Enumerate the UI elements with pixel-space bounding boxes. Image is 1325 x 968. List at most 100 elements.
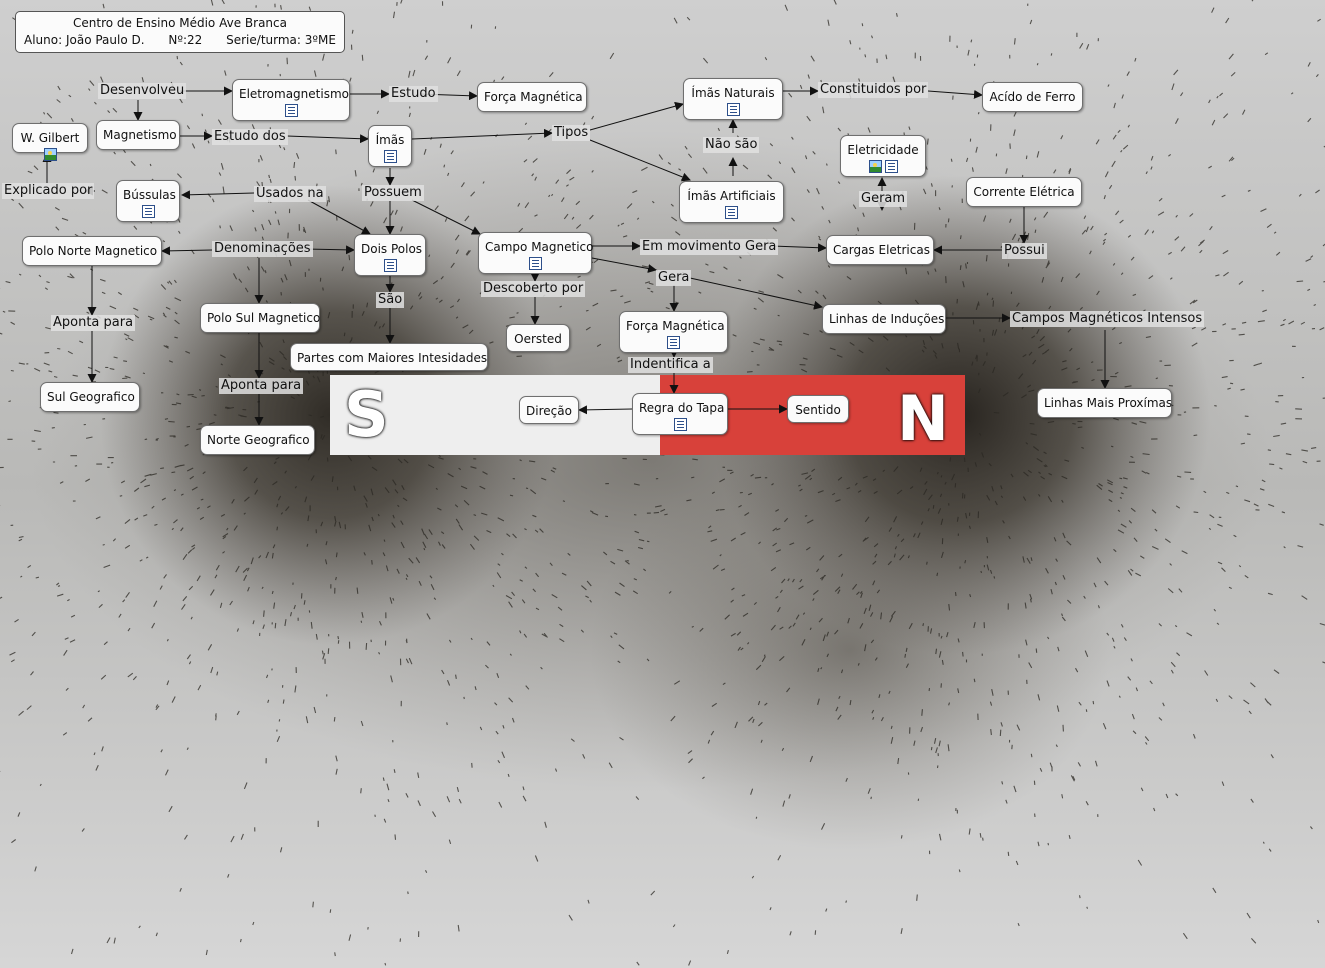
link-line: [689, 277, 823, 310]
concept-label: Sentido: [795, 403, 841, 417]
link-phrase-indentifica-a[interactable]: Indentifica a: [628, 357, 713, 373]
document-resource-icon[interactable]: [726, 103, 740, 116]
concept-label: Linhas Mais Proxímas: [1044, 396, 1173, 410]
concept-norte-geografico[interactable]: Norte Geografico: [200, 425, 315, 455]
concept-label: Força Magnética: [484, 90, 583, 104]
concept-label: Ímãs Naturais: [691, 86, 775, 100]
link-phrase-geram[interactable]: Geram: [859, 191, 908, 207]
south-pole-letter: S: [344, 378, 389, 451]
south-half: [330, 375, 670, 455]
concept-label: Polo Norte Magnetico: [29, 244, 158, 258]
document-resource-icon[interactable]: [383, 150, 397, 163]
link-phrase-gera[interactable]: Gera: [656, 270, 692, 286]
link-phrase-explicado-por[interactable]: Explicado por: [2, 183, 95, 199]
link-phrase-denominacoes[interactable]: Denominações: [212, 241, 313, 257]
link-line: [286, 134, 369, 144]
concept-eletricidade[interactable]: Eletricidade: [840, 135, 926, 177]
concept-label: Cargas Eletricas: [833, 243, 930, 257]
concept-sul-geografico[interactable]: Sul Geografico: [40, 382, 140, 412]
link-phrase-descoberto-por[interactable]: Descoberto por: [481, 281, 586, 297]
document-resource-icon[interactable]: [884, 160, 898, 173]
concept-label: Regra do Tapa: [639, 401, 725, 415]
concept-label: Força Magnética: [626, 319, 725, 333]
concept-label: Direção: [526, 404, 572, 418]
concept-imas[interactable]: Ímãs: [368, 125, 412, 167]
concept-label: Polo Sul Magnetico: [207, 311, 321, 325]
link-line: [771, 243, 827, 253]
concept-label: Acído de Ferro: [989, 90, 1076, 104]
document-resource-icon[interactable]: [284, 104, 298, 117]
concept-acido-de-ferro[interactable]: Acído de Ferro: [982, 82, 1083, 112]
concept-label: Eletromagnetismo: [239, 87, 349, 101]
link-phrase-desenvolveu[interactable]: Desenvolveu: [98, 83, 187, 99]
link-line: [578, 405, 633, 415]
student-number: Nº:22: [168, 33, 203, 47]
link-phrase-nao-sao[interactable]: Não são: [703, 137, 760, 153]
concept-polo-sul-magnetico[interactable]: Polo Sul Magnetico: [200, 303, 320, 333]
link-line: [181, 190, 255, 200]
concept-label: Linhas de Induções: [829, 312, 945, 326]
concept-dois-polos[interactable]: Dois Polos: [354, 234, 426, 276]
concept-label: Partes com Maiores Intesidades: [297, 351, 488, 365]
concept-partes-maiores[interactable]: Partes com Maiores Intesidades: [290, 343, 488, 371]
concept-corrente-eletrica[interactable]: Corrente Elétrica: [966, 177, 1082, 207]
link-phrase-constituidos-por[interactable]: Constituidos por: [818, 82, 929, 98]
link-line: [591, 257, 657, 273]
concept-sentido[interactable]: Sentido: [787, 395, 849, 423]
concept-forca-magnetica-2[interactable]: Força Magnética: [619, 311, 728, 353]
north-pole-letter: N: [897, 382, 949, 455]
concept-label: Magnetismo: [103, 128, 177, 142]
link-phrase-tipos[interactable]: Tipos: [552, 125, 591, 141]
link-phrase-possui[interactable]: Possui: [1002, 243, 1047, 259]
student-class: Serie/turma: 3ºME: [226, 33, 336, 47]
document-resource-icon[interactable]: [141, 205, 155, 218]
concept-eletromagnetismo[interactable]: Eletromagnetismo: [232, 79, 350, 121]
link-line: [307, 199, 371, 235]
header-info: Centro de Ensino Médio Ave Branca Aluno:…: [15, 11, 345, 53]
link-phrase-campos-intensos[interactable]: Campos Magnéticos Intensos: [1010, 311, 1205, 327]
concept-label: Oersted: [514, 332, 562, 346]
concept-cargas-eletricas[interactable]: Cargas Eletricas: [826, 235, 934, 265]
link-line: [589, 101, 684, 131]
image-resource-icon[interactable]: [43, 148, 57, 161]
concept-oersted[interactable]: Oersted: [506, 324, 570, 352]
concept-imas-naturais[interactable]: Ímãs Naturais: [683, 78, 783, 120]
concept-regra-do-tapa[interactable]: Regra do Tapa: [632, 393, 728, 435]
link-phrase-usados-na[interactable]: Usados na: [254, 186, 326, 202]
link-phrase-estudo[interactable]: Estudo: [389, 86, 438, 102]
document-resource-icon[interactable]: [383, 259, 397, 272]
concept-label: Eletricidade: [847, 143, 919, 157]
image-resource-icon[interactable]: [868, 160, 882, 173]
document-resource-icon[interactable]: [673, 418, 687, 431]
concept-polo-norte-magnetico[interactable]: Polo Norte Magnetico: [22, 236, 162, 266]
concept-direcao[interactable]: Direção: [519, 396, 579, 424]
link-phrase-em-movimento-gera[interactable]: Em movimento Gera: [640, 239, 779, 255]
document-resource-icon[interactable]: [667, 336, 680, 349]
concept-label: Sul Geografico: [47, 390, 135, 404]
concept-label: Ímãs Artificiais: [687, 189, 776, 203]
document-resource-icon[interactable]: [725, 206, 738, 219]
concept-bussulas[interactable]: Bússulas: [116, 180, 180, 222]
link-phrase-sao[interactable]: São: [376, 292, 405, 308]
document-resource-icon[interactable]: [528, 257, 542, 270]
link-phrase-aponta-para-1[interactable]: Aponta para: [51, 315, 136, 331]
link-phrase-estudo-dos[interactable]: Estudo dos: [212, 129, 288, 145]
link-phrase-aponta-para-2[interactable]: Aponta para: [219, 378, 304, 394]
concept-linhas-mais-proximas[interactable]: Linhas Mais Proxímas: [1037, 388, 1172, 418]
link-line: [411, 128, 553, 140]
concept-linhas-de-inducoes[interactable]: Linhas de Induções: [822, 304, 946, 334]
concept-label: Corrente Elétrica: [973, 185, 1075, 199]
concept-label: Dois Polos: [361, 242, 423, 256]
concept-w-gilbert[interactable]: W. Gilbert: [12, 123, 88, 161]
concept-campo-magnetico[interactable]: Campo Magnetico: [478, 232, 594, 274]
concept-magnetismo[interactable]: Magnetismo: [96, 120, 180, 150]
concept-forca-magnetica-1[interactable]: Força Magnética: [477, 82, 587, 112]
link-line: [304, 245, 355, 255]
concept-label: Norte Geografico: [207, 433, 310, 447]
link-phrase-possuem[interactable]: Possuem: [362, 185, 424, 201]
concept-label: Ímãs: [375, 133, 405, 147]
concept-imas-artificiais[interactable]: Ímãs Artificiais: [679, 181, 784, 223]
